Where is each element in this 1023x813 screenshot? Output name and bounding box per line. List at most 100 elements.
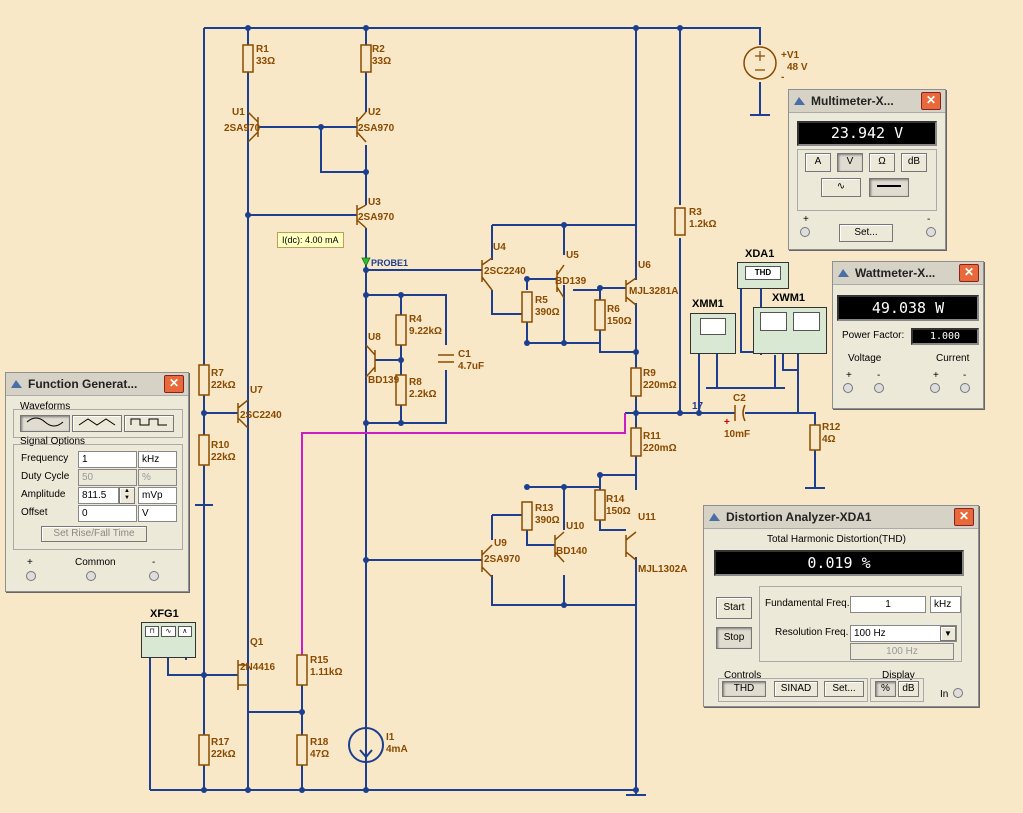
close-icon[interactable]: ✕: [164, 375, 184, 393]
multimeter-titlebar[interactable]: Multimeter-X... ✕: [789, 90, 945, 113]
current-dial-icon: [793, 312, 820, 331]
fg-plus-terminal[interactable]: [26, 571, 36, 581]
close-icon[interactable]: ✕: [959, 264, 979, 282]
svg-text:R5: R5: [535, 295, 548, 306]
ac-mode-button[interactable]: ∿: [821, 178, 861, 197]
set-rise-fall-button[interactable]: Set Rise/Fall Time: [41, 526, 147, 542]
percent-display-button[interactable]: %: [875, 681, 896, 697]
triangle-wave-icon: ∧: [177, 626, 192, 637]
svg-text:R2: R2: [372, 44, 385, 55]
svg-text:R13: R13: [535, 503, 554, 514]
close-icon[interactable]: ✕: [954, 508, 974, 526]
svg-text:BD139: BD139: [555, 276, 587, 287]
square-wave-icon: ⊓: [145, 626, 160, 637]
resolution-freq-label: Resolution Freq.: [775, 627, 849, 638]
mode-db-button[interactable]: dB: [901, 153, 927, 172]
duty-cycle-label: Duty Cycle: [21, 471, 70, 482]
mode-ohm-button[interactable]: Ω: [869, 153, 895, 172]
wattmeter-window: Wattmeter-X... ✕ 49.038 W Power Factor: …: [832, 261, 984, 409]
thd-button[interactable]: THD: [722, 681, 766, 697]
amplitude-input[interactable]: 811.5: [78, 487, 119, 504]
distortion-analyzer-window: Distortion Analyzer-XDA1 ✕ Total Harmoni…: [703, 505, 979, 707]
analyzer-set-button[interactable]: Set...: [824, 681, 864, 697]
current-minus-terminal[interactable]: [960, 383, 970, 393]
svg-text:R15: R15: [310, 655, 329, 666]
sinad-button[interactable]: SINAD: [774, 681, 818, 697]
xmm1-instrument-icon[interactable]: [690, 313, 736, 354]
distortion-analyzer-title: Distortion Analyzer-XDA1: [726, 510, 872, 524]
resolution-freq-readout: 100 Hz: [850, 643, 954, 660]
voltage-plus-terminal[interactable]: [843, 383, 853, 393]
fg-minus-terminal[interactable]: [149, 571, 159, 581]
wattmeter-title: Wattmeter-X...: [855, 266, 936, 280]
resistor-r13: [521, 501, 533, 531]
transistors: [237, 111, 637, 690]
negative-terminal[interactable]: [926, 227, 936, 237]
chevron-down-icon[interactable]: ▼: [940, 626, 956, 641]
current-label: Current: [936, 353, 970, 364]
ground-symbols: [195, 114, 825, 796]
xfg1-instrument-icon[interactable]: ⊓ ∿ ∧: [141, 622, 196, 658]
svg-text:U7: U7: [250, 385, 263, 396]
svg-text:R9: R9: [643, 368, 656, 379]
frequency-input[interactable]: 1: [78, 451, 137, 468]
svg-text:U5: U5: [566, 250, 579, 261]
fundamental-freq-input[interactable]: 1: [850, 596, 926, 613]
sine-waveform-button[interactable]: [20, 415, 70, 432]
voltage-minus-terminal[interactable]: [874, 383, 884, 393]
fg-common-label: Common: [75, 557, 116, 568]
voltage-source-v1: [743, 46, 777, 80]
resolution-freq-select[interactable]: 100 Hz: [850, 625, 957, 642]
app-icon: [11, 380, 22, 388]
duty-cycle-input[interactable]: 50: [78, 469, 137, 486]
fg-common-terminal[interactable]: [86, 571, 96, 581]
svg-text:22kΩ: 22kΩ: [211, 749, 236, 760]
fundamental-freq-label: Fundamental Freq.: [765, 598, 850, 609]
offset-input[interactable]: 0: [78, 505, 137, 522]
duty-cycle-unit-field[interactable]: %: [138, 469, 177, 486]
svg-text:22kΩ: 22kΩ: [211, 452, 236, 463]
multimeter-set-button[interactable]: Set...: [839, 224, 893, 242]
transistor-u9: [481, 544, 493, 578]
start-button[interactable]: Start: [716, 597, 752, 619]
resistor-r2: [360, 44, 372, 73]
xwm1-instrument-icon[interactable]: [753, 307, 827, 354]
fundamental-freq-unit[interactable]: kHz: [930, 596, 961, 613]
probe-reading: I(dc): 4.00 mA: [277, 232, 344, 248]
svg-text:33Ω: 33Ω: [256, 56, 275, 67]
resistor-r11: [630, 427, 642, 457]
probe-marker[interactable]: [361, 257, 371, 267]
resistor-r9: [630, 367, 642, 397]
amplitude-unit-field[interactable]: mVp: [138, 487, 177, 504]
mode-volt-button[interactable]: V: [837, 153, 863, 172]
positive-terminal[interactable]: [800, 227, 810, 237]
distortion-analyzer-titlebar[interactable]: Distortion Analyzer-XDA1 ✕: [704, 506, 978, 529]
xda1-instrument-icon[interactable]: THD: [737, 262, 789, 289]
junction-dots: [201, 25, 702, 793]
amplitude-spinner[interactable]: ▲▼: [119, 487, 135, 504]
square-waveform-button[interactable]: [124, 415, 174, 432]
offset-unit-field[interactable]: V: [138, 505, 177, 522]
current-plus-terminal[interactable]: [930, 383, 940, 393]
square-wave-icon: [130, 418, 167, 426]
triangle-waveform-button[interactable]: [72, 415, 122, 432]
stop-button[interactable]: Stop: [716, 627, 752, 649]
in-terminal[interactable]: [953, 688, 963, 698]
db-display-button[interactable]: dB: [898, 681, 919, 697]
dc-mode-button[interactable]: [869, 178, 909, 197]
svg-text:220mΩ: 220mΩ: [643, 443, 677, 454]
svg-text:2.2kΩ: 2.2kΩ: [409, 389, 436, 400]
svg-text:2SA970: 2SA970: [484, 554, 521, 565]
frequency-unit-field[interactable]: kHz: [138, 451, 177, 468]
svg-text:+V1: +V1: [781, 50, 800, 61]
svg-text:9.22kΩ: 9.22kΩ: [409, 326, 442, 337]
svg-text:-: -: [781, 72, 784, 83]
close-icon[interactable]: ✕: [921, 92, 941, 110]
negative-terminal-label: -: [927, 214, 931, 225]
frequency-label: Frequency: [21, 453, 69, 464]
function-generator-titlebar[interactable]: Function Generat... ✕: [6, 373, 188, 396]
svg-text:33Ω: 33Ω: [372, 56, 391, 67]
mode-ampere-button[interactable]: A: [805, 153, 831, 172]
svg-text:R10: R10: [211, 440, 230, 451]
wattmeter-titlebar[interactable]: Wattmeter-X... ✕: [833, 262, 983, 285]
